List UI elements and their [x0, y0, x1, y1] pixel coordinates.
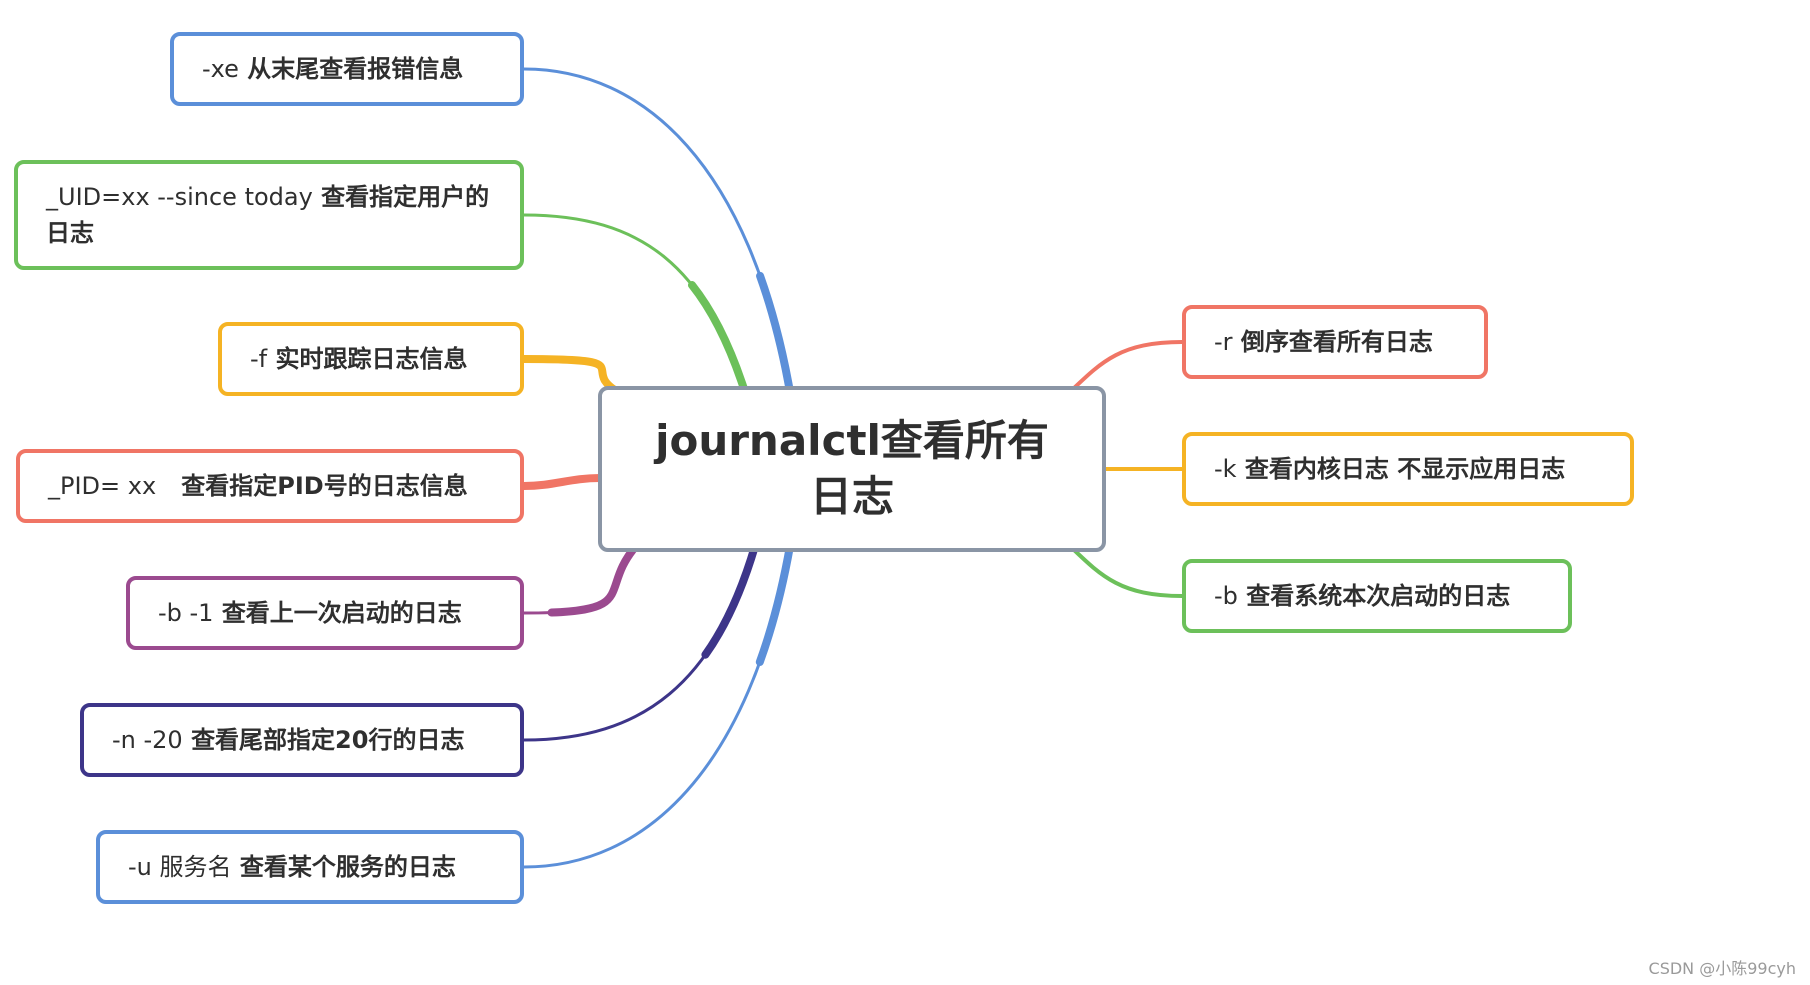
topic-option: -f	[250, 345, 268, 373]
topic-option: -xe	[202, 55, 239, 83]
connector-left-5	[522, 544, 757, 742]
connector-left-0	[522, 67, 792, 394]
connector-right-0	[1070, 340, 1184, 392]
topic-desc: 倒序查看所有日志	[1240, 328, 1433, 356]
connector-left-trunk-4	[520, 542, 640, 617]
watermark: CSDN @小陈99cyh	[1648, 959, 1796, 978]
topic-r[interactable]: -r 倒序查看所有日志	[1182, 305, 1488, 379]
central-topic[interactable]: journalctl查看所有日志	[598, 386, 1106, 552]
topic-option: -b	[1214, 582, 1238, 610]
topic-pid[interactable]: _PID= xx 查看指定PID号的日志信息	[16, 449, 524, 523]
topic-u[interactable]: -u 服务名 查看某个服务的日志	[96, 830, 524, 904]
topic-xe[interactable]: -xe 从末尾查看报错信息	[170, 32, 524, 106]
topic-desc: 查看上一次启动的日志	[221, 599, 462, 627]
topic-k[interactable]: -k 查看内核日志 不显示应用日志	[1182, 432, 1634, 506]
topic-option: _PID= xx	[48, 472, 157, 500]
connector-left-trunk-3	[520, 474, 604, 490]
topic-desc: 查看指定PID号的日志信息	[181, 472, 468, 500]
connector-left-4	[522, 544, 638, 615]
connector-left-trunk-0	[520, 65, 794, 396]
connector-left-trunk-6	[520, 542, 794, 871]
connector-left-1	[522, 213, 747, 394]
connector-right-2	[1070, 546, 1184, 598]
topic-n-20[interactable]: -n -20 查看尾部指定20行的日志	[80, 703, 524, 777]
topic-uid[interactable]: _UID=xx --since today 查看指定用户的日志	[14, 160, 524, 270]
topic-option: -b -1	[158, 599, 214, 627]
topic-option: -r	[1214, 328, 1233, 356]
connector-left-6	[522, 544, 792, 869]
topic-desc: 查看某个服务的日志	[239, 853, 456, 881]
topic-option: _UID=xx --since today	[46, 183, 313, 211]
central-topic-label: journalctl查看所有日志	[655, 416, 1049, 521]
topic-option: -u 服务名	[128, 853, 232, 881]
topic-b-1[interactable]: -b -1 查看上一次启动的日志	[126, 576, 524, 650]
topic-desc: 查看指定用户的日志	[46, 183, 490, 247]
topic-f[interactable]: -f 实时跟踪日志信息	[218, 322, 524, 396]
connector-left-trunk-5	[520, 542, 759, 744]
topic-desc: 查看系统本次启动的日志	[1246, 582, 1511, 610]
topic-option: -n -20	[112, 726, 183, 754]
connector-left-trunk-1	[520, 211, 749, 396]
topic-b[interactable]: -b 查看系统本次启动的日志	[1182, 559, 1572, 633]
topic-option: -k	[1214, 455, 1237, 483]
topic-desc: 查看尾部指定20行的日志	[191, 726, 465, 754]
topic-desc: 从末尾查看报错信息	[247, 55, 464, 83]
connector-left-3	[522, 476, 602, 488]
topic-desc: 实时跟踪日志信息	[275, 345, 468, 373]
topic-desc: 查看内核日志 不显示应用日志	[1244, 455, 1566, 483]
